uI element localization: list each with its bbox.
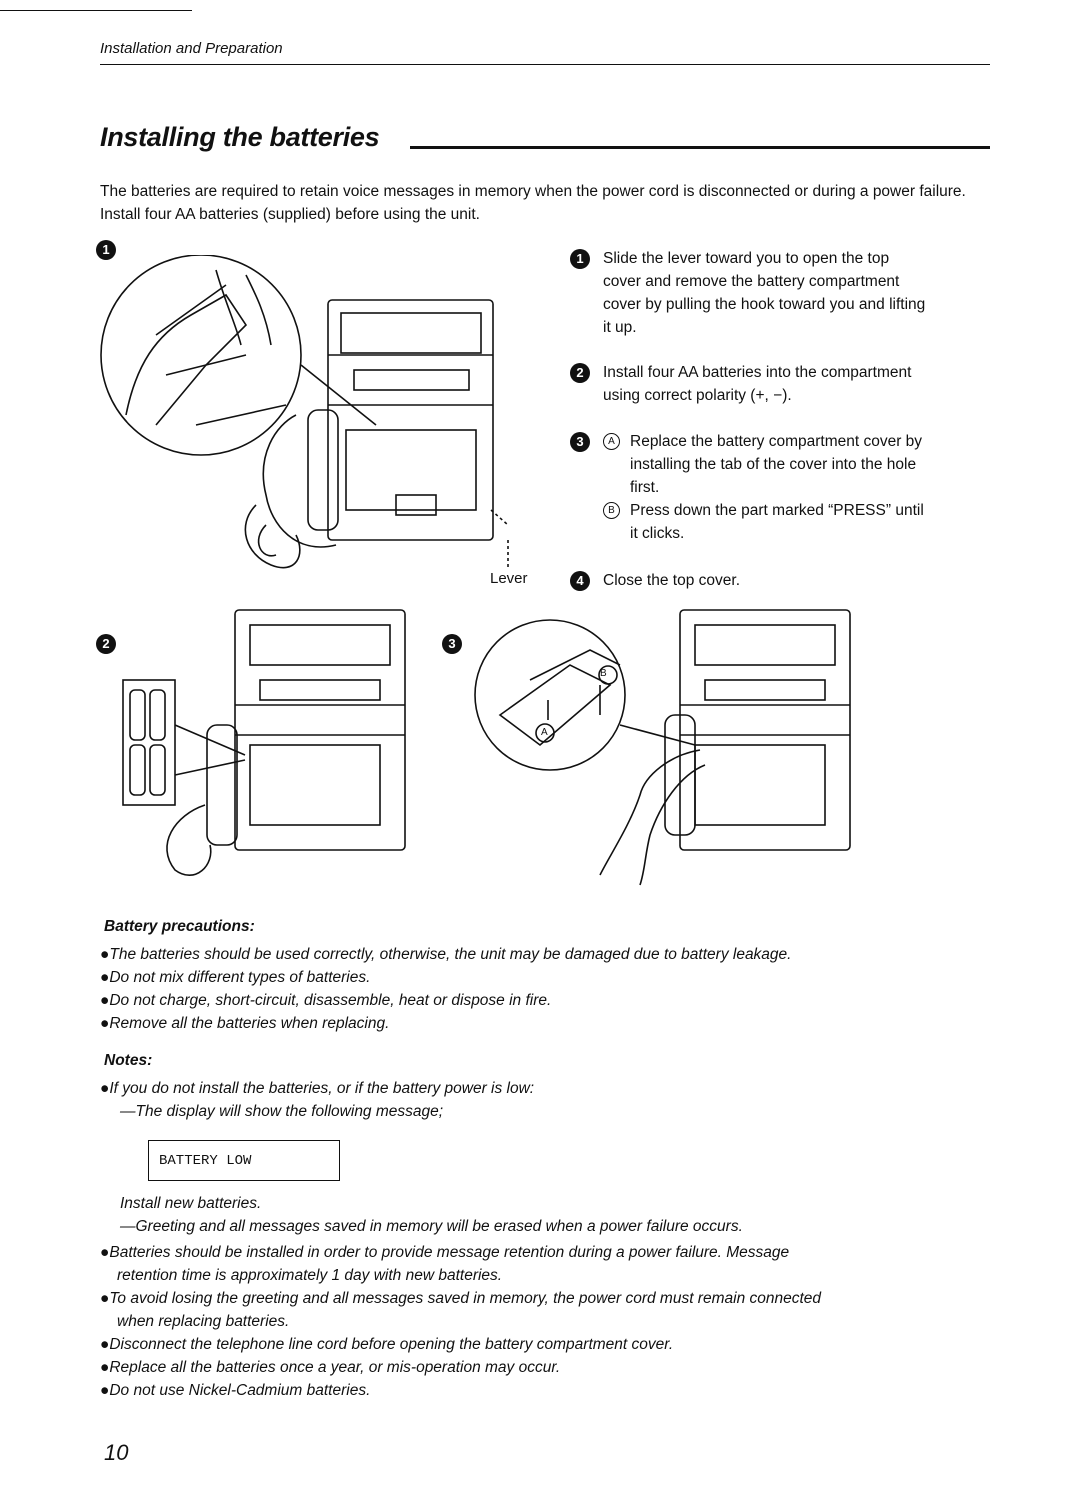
title-rule — [410, 146, 990, 149]
list-item: ●Do not use Nickel-Cadmium batteries. — [100, 1382, 371, 1399]
figure-3-number: 3 — [442, 634, 462, 654]
step-1-line: cover and remove the battery compartment — [603, 273, 900, 290]
notes-after-display: Install new batteries. —Greeting and all… — [120, 1192, 743, 1238]
step-1-line: Slide the lever toward you to open the t… — [603, 250, 890, 267]
top-rule — [0, 10, 192, 11]
step-4: 4 Close the top cover. — [570, 569, 990, 592]
step-3b-line: it clicks. — [630, 525, 685, 542]
circled-b-icon: B — [603, 502, 620, 519]
figure-3-illustration — [474, 609, 851, 886]
section-header: Installation and Preparation — [100, 40, 283, 57]
step-3-sub-a: A Replace the battery compartment cover … — [603, 430, 990, 499]
step-2-line: Install four AA batteries into the compa… — [603, 364, 912, 381]
list-item: retention time is approximately 1 day wi… — [117, 1267, 503, 1284]
lever-label: Lever — [490, 570, 528, 587]
step-3a-line: installing the tab of the cover into the… — [630, 456, 917, 473]
callout-b: B — [600, 668, 607, 679]
page-number: 10 — [104, 1440, 129, 1465]
list-item: ●To avoid losing the greeting and all me… — [100, 1290, 822, 1307]
step-3: 3 A Replace the battery compartment cove… — [570, 430, 990, 545]
list-item: ●Disconnect the telephone line cord befo… — [100, 1336, 674, 1353]
notes-list: ●Batteries should be installed in order … — [100, 1241, 821, 1402]
list-item: ●Do not mix different types of batteries… — [100, 969, 371, 986]
step-3b-line: Press down the part marked “PRESS” until — [630, 502, 924, 519]
list-item: Install new batteries. — [120, 1195, 262, 1212]
list-item: ●Do not charge, short-circuit, disassemb… — [100, 992, 552, 1009]
display-message-box: BATTERY LOW — [148, 1140, 340, 1181]
header-rule — [100, 64, 990, 65]
step-1-line: it up. — [603, 319, 637, 336]
callout-a: A — [541, 727, 548, 738]
figure-1-illustration — [100, 255, 509, 570]
step-1-line: cover by pulling the hook toward you and… — [603, 296, 926, 313]
notes-intro: ●If you do not install the batteries, or… — [100, 1077, 534, 1123]
step-2-line: using correct polarity (+, −). — [603, 387, 792, 404]
list-item: ●The batteries should be used correctly,… — [100, 946, 792, 963]
step-3-sub-b: B Press down the part marked “PRESS” unt… — [603, 499, 990, 545]
step-2: 2 Install four AA batteries into the com… — [570, 361, 990, 407]
list-item: —The display will show the following mes… — [120, 1103, 444, 1120]
page-title: Installing the batteries — [100, 122, 380, 152]
step-3a-line: Replace the battery compartment cover by — [630, 433, 923, 450]
list-item: —Greeting and all messages saved in memo… — [120, 1218, 743, 1235]
figure-2-number: 2 — [96, 634, 116, 654]
notes-heading: Notes: — [104, 1052, 153, 1069]
figure-2-illustration — [122, 609, 406, 876]
list-item: ●Replace all the batteries once a year, … — [100, 1359, 561, 1376]
step-3a-line: first. — [630, 479, 660, 496]
list-item: ●Remove all the batteries when replacing… — [100, 1015, 390, 1032]
circled-a-icon: A — [603, 433, 620, 450]
intro-paragraph: The batteries are required to retain voi… — [100, 183, 966, 223]
list-item: ●If you do not install the batteries, or… — [100, 1080, 535, 1097]
precautions-list: ●The batteries should be used correctly,… — [100, 943, 791, 1035]
list-item: when replacing batteries. — [117, 1313, 290, 1330]
figure-1-number: 1 — [96, 240, 116, 260]
step-1: 1 Slide the lever toward you to open the… — [570, 247, 990, 339]
step-4-line: Close the top cover. — [603, 572, 740, 589]
list-item: ●Batteries should be installed in order … — [100, 1244, 790, 1261]
precautions-heading: Battery precautions: — [104, 918, 255, 935]
